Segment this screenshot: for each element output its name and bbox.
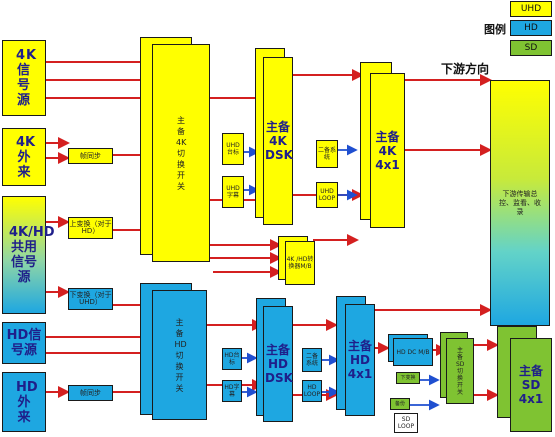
source-hd-external: HD外来 [2,372,46,432]
legend-uhd-label: UHD [520,4,542,14]
downstream-block: 下游传输总控、监看、收录 [490,80,550,326]
uhd-caption: UHD字幕 [222,176,244,208]
mux-sd: 主备SD 4x1 [510,338,552,432]
dsk-4k: 主备4K DSK [263,57,293,225]
legend-uhd-swatch: UHD [510,1,552,17]
frame-sync-4k-label: 帧同步 [80,152,101,160]
switcher-sd: 主备SD切换开关 [446,338,474,404]
converter-4k-hd-label: 4K /HD转换器M/B [286,256,314,270]
source-4k-external-label: 4K外来 [16,134,36,180]
dsk-hd-label: 主备HD DSK [265,343,293,385]
hd-loop-label: HD LOOP [303,384,321,398]
frame-sync-4k: 帧同步 [68,148,113,164]
source-4k: 4K信号源 [2,40,46,116]
hd-dc-label: HD DC M/B [396,348,430,356]
dsk-hd: 主备HD DSK [263,306,293,422]
uhd-loop-label: UHD LOOP [318,188,336,202]
mux-hd-label: 主备HD 4x1 [347,339,373,381]
direction-label: 下游方向 [441,62,490,76]
converter-4k-hd: 4K /HD转换器M/B [285,241,315,285]
source-4k-external: 4K外来 [2,128,46,186]
hd-loop: HD LOOP [302,380,322,402]
source-4k-label: 4K信号源 [16,48,38,108]
upconverter-label: 上变换（对于HD） [69,220,112,235]
secondary-system-4k: 二备系统 [316,140,338,168]
mux-4k: 主备4K 4x1 [370,73,405,228]
uhd-loop: UHD LOOP [316,182,338,208]
uhd-caption-label: UHD字幕 [226,185,240,199]
sd-small-1: 下变换 [396,372,420,384]
secondary-system-4k-label: 二备系统 [318,147,337,161]
hd-logo: HD台标 [222,348,242,370]
frame-sync-hd-label: 帧同步 [80,389,101,397]
upconverter: 上变换（对于HD） [68,217,113,239]
source-hd-external-label: HD外来 [16,379,38,425]
legend-hd-label: HD [524,23,538,33]
source-hd-label: HD信号源 [6,328,42,358]
source-shared-label: 4K/HD共用信号源 [9,225,55,285]
uhd-logo: UHD台标 [222,133,244,165]
dsk-4k-label: 主备4K DSK [265,120,293,162]
hd-logo-label: HD台标 [224,352,240,366]
frame-sync-hd: 帧同步 [68,385,113,401]
secondary-system-hd: 二备系统 [302,348,322,372]
legend-sd-swatch: SD [510,40,552,56]
hd-caption-label: HD字幕 [224,384,240,398]
hd-caption: HD字幕 [222,380,242,402]
sd-loop-label: SD LOOP [397,416,415,430]
switcher-sd-label: 主备SD切换开关 [456,346,465,396]
uhd-logo-label: UHD台标 [226,142,240,156]
hd-dc: HD DC M/B [393,338,433,366]
downconverter-label: 下变换（对于UHD） [69,291,112,306]
downstream-label: 下游传输总控、监看、收录 [499,189,541,216]
switcher-4k-label: 主备4K切换开关 [176,115,187,191]
sd-small-2: 备份 [390,398,410,410]
switcher-hd: 主备HD切换开关 [152,290,207,420]
legend-hd-swatch: HD [510,20,552,36]
downconverter: 下变换（对于UHD） [68,288,113,310]
mux-4k-label: 主备4K 4x1 [375,129,400,172]
sd-small-2-label: 备份 [394,400,405,407]
mux-hd: 主备HD 4x1 [345,304,375,416]
mux-sd-label: 主备SD 4x1 [518,364,544,406]
source-shared: 4K/HD共用信号源 [2,196,55,314]
legend-title: 图例 [484,23,506,36]
sd-small-1-label: 下变换 [400,374,416,381]
switcher-hd-label: 主备HD切换开关 [174,317,187,393]
secondary-system-hd-label: 二备系统 [305,353,318,367]
sd-loop: SD LOOP [394,413,418,433]
source-hd: HD信号源 [2,322,46,364]
switcher-4k: 主备4K切换开关 [152,44,210,262]
legend-sd-label: SD [524,43,538,53]
